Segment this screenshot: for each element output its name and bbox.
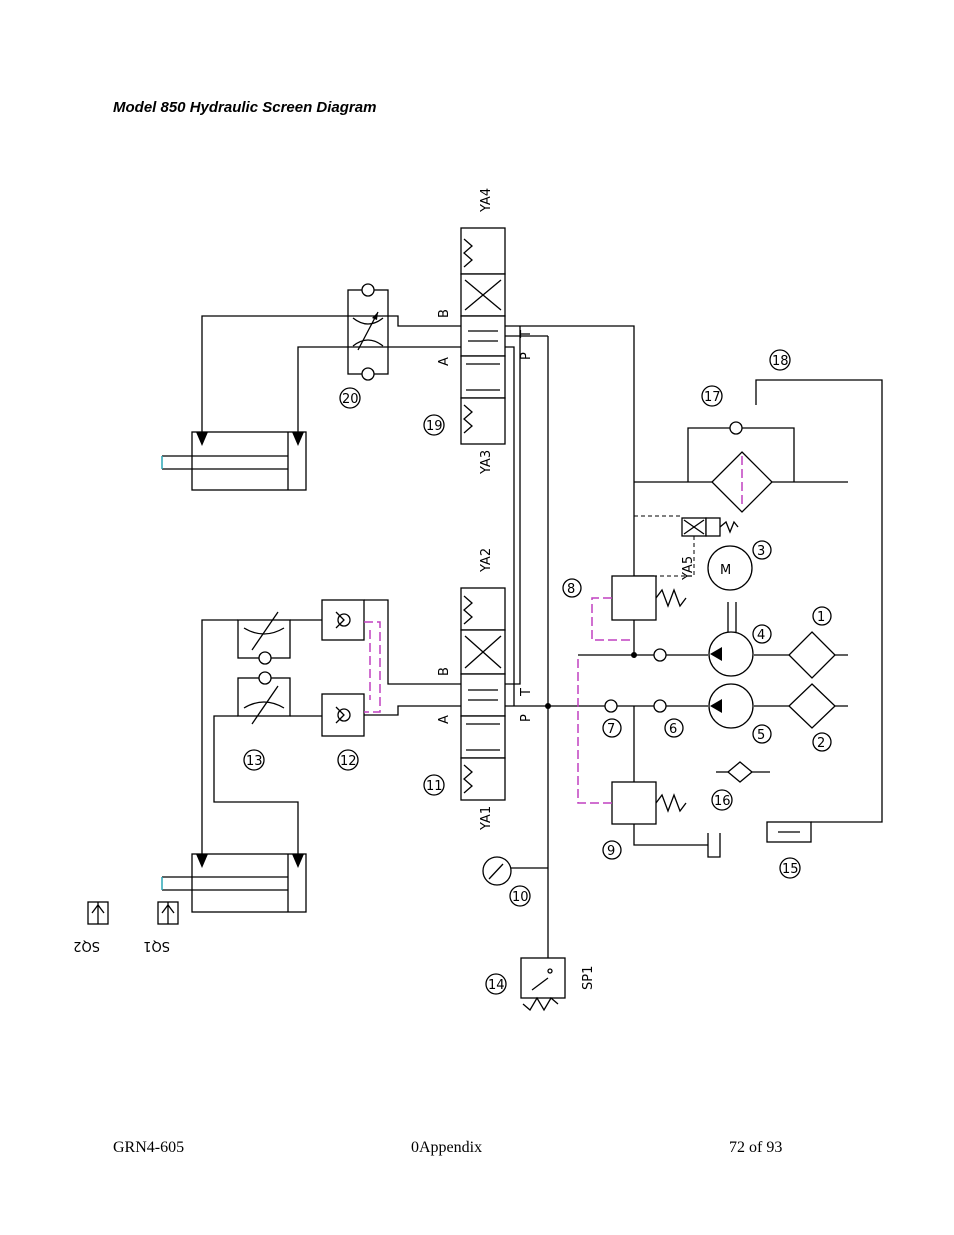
- solenoid-valve-ya5: [634, 515, 739, 577]
- pressure-gauge-10: [482, 856, 512, 886]
- svg-text:3: 3: [757, 544, 765, 559]
- component-numbers: 1 2 3 4 5 6 7 8 9 10 11 12 13 14 15 16 1…: [243, 349, 832, 995]
- footer-document-id: GRN4-605: [113, 1139, 185, 1156]
- port-b-upper: B: [437, 309, 452, 318]
- callout-13: 13: [243, 749, 265, 771]
- flow-control-13: [237, 611, 291, 725]
- svg-text:11: 11: [426, 779, 443, 794]
- label-ya1: YA1: [479, 806, 494, 831]
- svg-text:14: 14: [488, 978, 505, 993]
- svg-text:18: 18: [772, 354, 789, 369]
- callout-5: 5: [752, 724, 772, 744]
- pilot-check-valves-12: [321, 599, 381, 737]
- callout-15: 15: [779, 857, 801, 879]
- motor-letter: M: [720, 563, 731, 578]
- proximity-switches: [87, 901, 179, 925]
- callout-20: 20: [339, 387, 361, 409]
- port-t-lower: T: [519, 688, 534, 697]
- callout-19: 19: [423, 414, 445, 436]
- port-a-lower: A: [437, 715, 452, 724]
- check-valves: [604, 421, 743, 713]
- svg-text:10: 10: [512, 890, 529, 905]
- pressure-switch-sp1: [520, 957, 566, 1012]
- label-ya4: YA4: [479, 188, 494, 213]
- callout-17: 17: [701, 385, 723, 407]
- callout-4: 4: [752, 624, 772, 644]
- directional-valve-19: [460, 227, 506, 445]
- svg-text:19: 19: [426, 419, 443, 434]
- svg-text:16: 16: [714, 794, 731, 809]
- label-sq1: SQ1: [143, 938, 170, 953]
- callout-18: 18: [769, 349, 791, 371]
- callout-8: 8: [562, 578, 582, 598]
- svg-text:1: 1: [817, 610, 825, 625]
- svg-text:7: 7: [607, 722, 615, 737]
- callout-14: 14: [485, 973, 507, 995]
- solenoid-labels: YA1 YA2 YA3 YA4 YA5 SP1 SQ1 SQ2: [73, 188, 696, 990]
- port-b-lower: B: [437, 667, 452, 676]
- svg-text:20: 20: [342, 392, 359, 407]
- port-a-upper: A: [437, 357, 452, 366]
- callout-11: 11: [423, 774, 445, 796]
- svg-text:5: 5: [757, 728, 765, 743]
- callout-2: 2: [812, 732, 832, 752]
- callout-1: 1: [812, 606, 832, 626]
- svg-text:4: 4: [757, 628, 765, 643]
- callout-16: 16: [711, 789, 733, 811]
- label-ya2: YA2: [479, 548, 494, 573]
- cylinder-upper: [161, 431, 307, 491]
- motor: M: [707, 545, 753, 591]
- label-ya3: YA3: [479, 450, 494, 475]
- svg-text:17: 17: [704, 390, 721, 405]
- svg-text:13: 13: [246, 754, 263, 769]
- page-title: Model 850 Hydraulic Screen Diagram: [113, 99, 377, 116]
- cylinder-lower: [161, 853, 307, 913]
- svg-text:2: 2: [817, 736, 825, 751]
- footer-page-number: 72 of 93: [729, 1139, 783, 1156]
- svg-text:6: 6: [669, 722, 677, 737]
- callout-12: 12: [337, 749, 359, 771]
- flow-control-20: [347, 283, 389, 381]
- label-sp1: SP1: [581, 966, 596, 990]
- port-labels: B A P T B A P T: [437, 309, 534, 724]
- filters: [711, 451, 836, 783]
- directional-valve-11: [460, 587, 506, 801]
- svg-text:9: 9: [607, 844, 615, 859]
- footer-section: 0Appendix: [411, 1139, 483, 1156]
- tanks: [707, 821, 812, 858]
- callout-9: 9: [602, 840, 622, 860]
- port-p-lower: P: [519, 714, 534, 722]
- relief-valve-8: [591, 575, 687, 641]
- callout-3: 3: [752, 540, 772, 560]
- label-sq2: SQ2: [73, 938, 100, 953]
- port-p-upper: P: [519, 352, 534, 360]
- label-ya5: YA5: [681, 556, 696, 581]
- svg-text:8: 8: [567, 582, 575, 597]
- callout-6: 6: [664, 718, 684, 738]
- pumps: [708, 631, 754, 729]
- svg-text:12: 12: [340, 754, 357, 769]
- callout-10: 10: [509, 885, 531, 907]
- callout-7: 7: [602, 718, 622, 738]
- relief-valve-9: [577, 655, 687, 825]
- svg-text:15: 15: [782, 862, 799, 877]
- port-t-upper: T: [519, 330, 534, 339]
